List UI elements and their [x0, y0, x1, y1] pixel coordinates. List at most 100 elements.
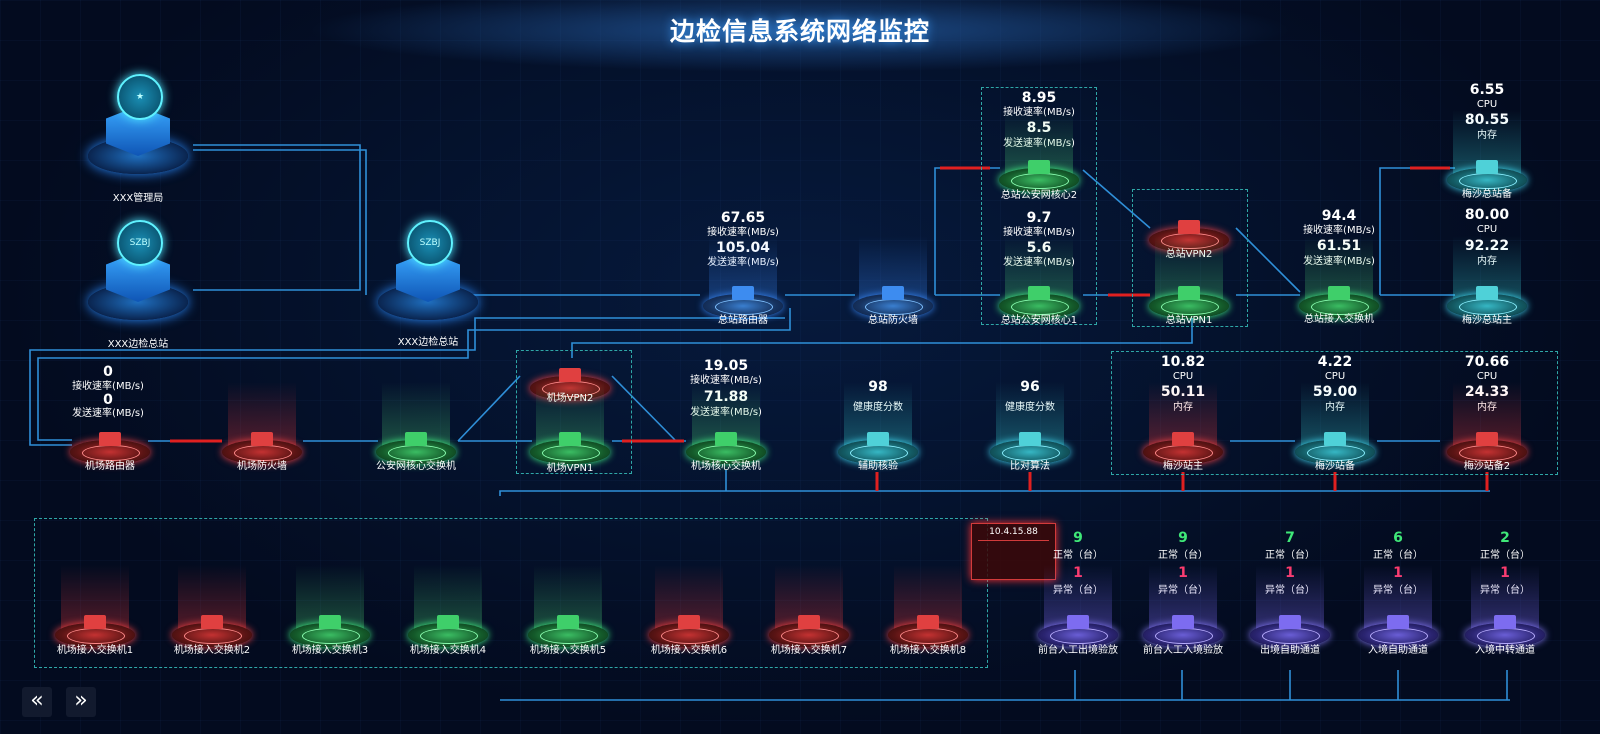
airport-vpn-group — [516, 350, 632, 474]
ap-router-node[interactable] — [70, 382, 150, 472]
ap-router-tx-label: 发送速率(MB/s) — [72, 408, 144, 419]
terminal-icon — [1382, 609, 1414, 635]
ap-psn-core-node[interactable] — [376, 382, 456, 472]
next-page-button[interactable]: » — [66, 687, 96, 717]
channel-abnormal-count: 1 — [1338, 565, 1458, 581]
channel-node[interactable] — [1358, 565, 1438, 655]
hq-core1-node[interactable] — [999, 236, 1079, 326]
aux-label: 辅助核验 — [858, 461, 898, 472]
ms-station-backup-node[interactable] — [1295, 382, 1375, 472]
ap-vpn1-node[interactable] — [530, 382, 610, 472]
ap-core-node[interactable] — [686, 382, 766, 472]
terminal-icon-body — [1067, 615, 1089, 629]
ms-backup-node[interactable] — [1447, 110, 1527, 200]
hq-access-rx: 94.4 — [1321, 208, 1357, 224]
channel-abnormal-label: 异常（台） — [1008, 585, 1148, 597]
hq-access-node[interactable] — [1299, 236, 1379, 326]
channel-node[interactable] — [1465, 565, 1545, 655]
switch-icon-body — [557, 615, 579, 629]
switch-icon-body — [798, 615, 820, 629]
access-switch-node[interactable] — [290, 565, 370, 655]
channel-abnormal-label: 异常（台） — [1113, 585, 1253, 597]
ms-station-backup2-cpu-label: CPU — [1476, 371, 1498, 382]
hq-access-rx-label: 接收速率(MB/s) — [1303, 225, 1375, 236]
access-switch-node[interactable] — [408, 565, 488, 655]
ms-backup-label: 梅沙总站备 — [1462, 189, 1512, 200]
vpn-icon — [554, 362, 586, 388]
switch-icon-body — [437, 615, 459, 629]
terminal-icon-body — [1172, 615, 1194, 629]
channel-node[interactable] — [1250, 565, 1330, 655]
ms-main-cpu: 80.00 — [1464, 207, 1510, 223]
router-icon-body — [732, 286, 754, 300]
ap-core-rx-label: 接收速率(MB/s) — [690, 375, 762, 386]
channel-label: 入境自助通道 — [1368, 645, 1428, 656]
ap-router-rx: 0 — [103, 364, 113, 380]
ms-main-node[interactable] — [1447, 236, 1527, 326]
hq-vpn1-node[interactable] — [1149, 236, 1229, 326]
ap-router-label: 机场路由器 — [85, 461, 135, 472]
channel-normal-label: 正常（台） — [1265, 550, 1315, 561]
ap-core-tx: 71.88 — [666, 389, 786, 405]
vpn-icon-body — [559, 368, 581, 382]
vpn-icon — [1173, 280, 1205, 306]
channel-node[interactable] — [1143, 565, 1223, 655]
channel-label: 入境中转通道 — [1475, 645, 1535, 656]
access-switch-node[interactable] — [528, 565, 608, 655]
hq-access-tx-label: 发送速率(MB/s) — [1269, 256, 1409, 268]
ap-vpn1-label: 机场VPN1 — [546, 463, 594, 474]
router-icon — [94, 426, 126, 452]
terminal-icon-body — [1494, 615, 1516, 629]
switch-icon-body — [319, 615, 341, 629]
channel-abnormal-label: 异常（台） — [1435, 585, 1575, 597]
ms-backup-cpu: 6.55 — [1469, 82, 1505, 98]
hq-firewall-label: 总站防火墙 — [868, 315, 918, 326]
ms-station-main-mem-label: 内存 — [1113, 402, 1253, 414]
ap-firewall-node[interactable] — [222, 382, 302, 472]
firewall-icon-body — [251, 432, 273, 446]
vpn-icon-body — [559, 432, 581, 446]
channel-abnormal-label: 异常（台） — [1328, 585, 1468, 597]
access-switch-label: 机场接入交换机5 — [529, 645, 607, 656]
prev-page-button[interactable]: « — [22, 687, 52, 717]
router-icon-body — [99, 432, 121, 446]
hq-firewall-node[interactable] — [853, 236, 933, 326]
ms-station-backup2-node[interactable] — [1447, 382, 1527, 472]
aux-node[interactable] — [838, 382, 918, 472]
access-switch-node[interactable] — [55, 565, 135, 655]
server-icon — [1471, 280, 1503, 306]
channel-normal-label: 正常（台） — [1373, 550, 1423, 561]
bureau-building[interactable]: ★ — [78, 68, 198, 178]
hq-vpn2-node[interactable] — [1149, 170, 1229, 260]
access-switch-node[interactable] — [769, 565, 849, 655]
hq-router-rx-label: 接收速率(MB/s) — [707, 227, 779, 238]
compare-node[interactable] — [990, 382, 1070, 472]
ap-router-tx: 0 — [103, 392, 113, 408]
switch-icon — [1023, 154, 1055, 180]
access-switch-label: 机场接入交换机7 — [770, 645, 848, 656]
ms-station-backup2-cpu: 70.66 — [1464, 354, 1510, 370]
ms-station-backup2-mem: 24.33 — [1427, 384, 1547, 400]
ap-vpn2-node[interactable] — [530, 318, 610, 408]
hq-router-tx-label: 发送速率(MB/s) — [673, 257, 813, 269]
access-switch-node[interactable] — [888, 565, 968, 655]
hq-building-2[interactable]: SZBJ — [368, 214, 488, 324]
switch-icon-body — [405, 432, 427, 446]
hq-core2-node[interactable] — [999, 110, 1079, 200]
access-switch-node[interactable] — [172, 565, 252, 655]
hq-core2-rx-label: 接收速率(MB/s) — [969, 107, 1109, 119]
hq-building-1[interactable]: SZBJ — [78, 214, 198, 324]
switch-icon — [710, 426, 742, 452]
hq-router-node[interactable] — [703, 236, 783, 326]
channel-node[interactable] — [1038, 565, 1118, 655]
aux-score-label: 健康度分数 — [808, 402, 948, 414]
ms-station-main-node[interactable] — [1143, 382, 1223, 472]
ap-firewall-label: 机场防火墙 — [237, 461, 287, 472]
hq-building-1-label: XXX边检总站 — [107, 339, 169, 350]
tooltip-ip: 10.4.15.88 — [989, 527, 1038, 537]
vpn-icon — [554, 426, 586, 452]
hq-vpn2-label: 总站VPN2 — [1114, 245, 1264, 260]
access-switch-node[interactable] — [649, 565, 729, 655]
switch-icon-body — [715, 432, 737, 446]
